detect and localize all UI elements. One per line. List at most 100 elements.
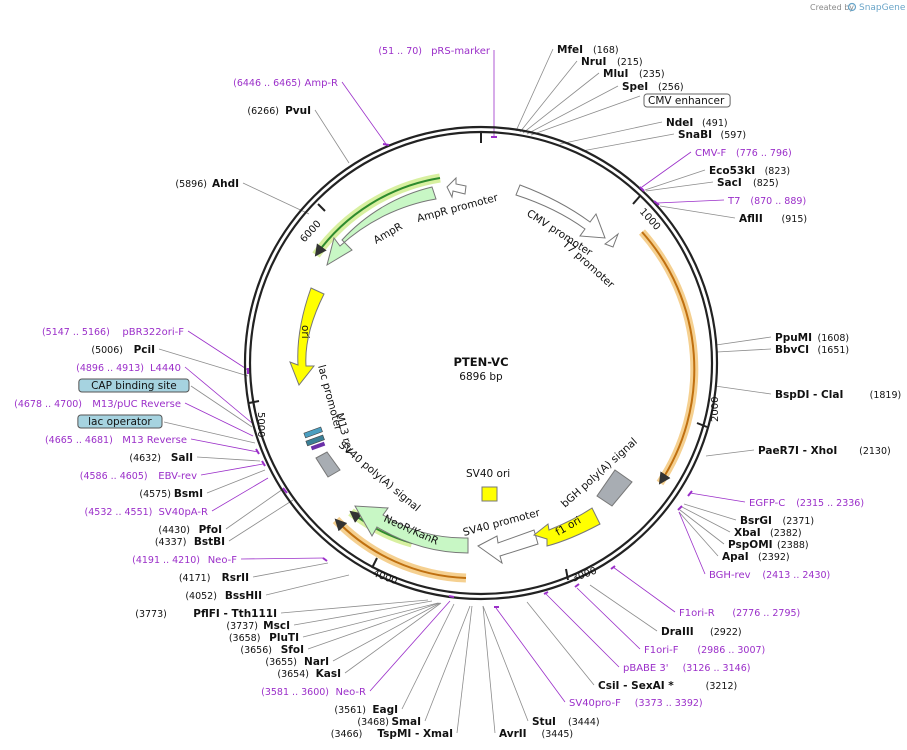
primer-label[interactable]: L4440 — [150, 363, 181, 374]
position-label[interactable]: (1651) — [818, 345, 850, 356]
position-label[interactable]: (3656) — [240, 645, 272, 656]
restriction-site-label[interactable]: NruI — [581, 56, 606, 68]
position-label[interactable]: (4337) — [155, 537, 187, 548]
position-label[interactable]: (3658) — [229, 633, 261, 644]
position-label[interactable]: (1819) — [870, 390, 902, 401]
position-label[interactable]: (3212) — [706, 681, 738, 692]
restriction-site-label[interactable]: StuI — [532, 716, 556, 728]
boxed-feature-tag[interactable] — [78, 378, 190, 393]
position-label[interactable]: (4678 .. 4700) — [14, 399, 82, 410]
position-label[interactable]: (4532 .. 4551) — [85, 507, 153, 518]
restriction-site-label[interactable]: PciI — [134, 344, 155, 356]
restriction-site-label[interactable]: RsrII — [222, 572, 249, 584]
bgh-polya-block[interactable] — [596, 469, 633, 507]
primer-label[interactable]: Neo-F — [208, 555, 238, 566]
restriction-site-label[interactable]: BssHII — [225, 590, 262, 602]
position-label[interactable]: (915) — [782, 214, 808, 225]
sv40-promoter-arrow[interactable] — [477, 529, 539, 565]
restriction-site-label[interactable]: AflII — [739, 213, 763, 225]
restriction-site-label[interactable]: SalI — [171, 452, 193, 464]
position-label[interactable]: (2315 .. 2336) — [796, 498, 864, 509]
position-label[interactable]: (5147 .. 5166) — [42, 327, 110, 338]
position-label[interactable]: (1608) — [818, 333, 850, 344]
restriction-site-label[interactable]: PaeR7I - XhoI — [758, 445, 837, 457]
ori-arrow[interactable] — [289, 287, 325, 386]
position-label[interactable]: (4430) — [158, 525, 190, 536]
restriction-site-label[interactable]: BbvCI — [775, 344, 809, 356]
neor-orf-arrow[interactable] — [334, 518, 467, 579]
boxed-feature-label[interactable]: lac operator — [88, 416, 152, 428]
position-label[interactable]: (4586 .. 4605) — [80, 471, 148, 482]
restriction-site-label[interactable]: MscI — [263, 620, 290, 632]
restriction-site-label[interactable]: BspDI - ClaI — [775, 389, 843, 401]
primer-label[interactable]: M13 Reverse — [122, 435, 187, 446]
position-label[interactable]: (3561) — [334, 705, 366, 716]
restriction-site-label[interactable]: AhdI — [212, 178, 239, 190]
position-label[interactable]: (4575) — [139, 489, 171, 500]
position-label[interactable]: (215) — [617, 57, 643, 68]
restriction-site-label[interactable]: SnaBI — [678, 129, 712, 141]
restriction-site-label[interactable]: PvuI — [285, 105, 311, 117]
position-label[interactable]: (4896 .. 4913) — [76, 363, 144, 374]
primer-label[interactable]: pBR322ori-F — [122, 327, 184, 338]
restriction-site-label[interactable]: SacI — [717, 177, 742, 189]
position-label[interactable]: (597) — [721, 130, 747, 141]
primer-label[interactable]: M13/pUC Reverse — [92, 399, 181, 410]
restriction-site-label[interactable]: MfeI — [557, 44, 583, 56]
boxed-feature-label[interactable]: CAP binding site — [91, 380, 177, 392]
primer-label[interactable]: Neo-R — [336, 687, 367, 698]
boxed-feature-tag[interactable] — [77, 414, 163, 429]
ampr-arrow[interactable] — [326, 186, 437, 267]
restriction-site-label[interactable]: KasI — [316, 668, 341, 680]
position-label[interactable]: (6266) — [247, 106, 279, 117]
restriction-site-label[interactable]: TspMI - XmaI — [377, 728, 453, 740]
restriction-site-label[interactable]: NarI — [304, 656, 329, 668]
position-label[interactable]: (825) — [753, 178, 779, 189]
neor-arrow[interactable] — [354, 505, 469, 554]
primer-label[interactable]: BGH-rev — [709, 570, 751, 581]
primer-label[interactable]: SV40pro-F — [569, 698, 621, 709]
restriction-site-label[interactable]: SmaI — [392, 716, 422, 728]
sv40-polya-left-block[interactable] — [315, 451, 341, 478]
restriction-site-label[interactable]: MluI — [603, 68, 628, 80]
position-label[interactable]: (168) — [593, 45, 619, 56]
position-label[interactable]: (235) — [639, 69, 665, 80]
primer-label[interactable]: SV40pA-R — [159, 507, 208, 518]
primer-label[interactable]: pBABE 3' — [623, 663, 669, 674]
primer-label[interactable]: F1ori-R — [679, 608, 715, 619]
position-label[interactable]: (2986 .. 3007) — [697, 645, 765, 656]
position-label[interactable]: (256) — [658, 82, 684, 93]
position-label[interactable]: (51 .. 70) — [378, 46, 422, 57]
position-label[interactable]: (3445) — [542, 729, 574, 740]
position-label[interactable]: (3581 .. 3600) — [261, 687, 329, 698]
restriction-site-label[interactable]: BsrGI — [740, 515, 772, 527]
position-label[interactable]: (3373 .. 3392) — [635, 698, 703, 709]
position-label[interactable]: (2382) — [770, 528, 802, 539]
position-label[interactable]: (3126 .. 3146) — [683, 663, 751, 674]
position-label[interactable]: (4052) — [185, 591, 217, 602]
position-label[interactable]: (2776 .. 2795) — [732, 608, 800, 619]
position-label[interactable]: (491) — [702, 118, 728, 129]
position-label[interactable]: (3654) — [277, 669, 309, 680]
position-label[interactable]: (776 .. 796) — [736, 148, 792, 159]
position-label[interactable]: (4191 .. 4210) — [132, 555, 200, 566]
restriction-site-label[interactable]: PfoI — [199, 524, 222, 536]
restriction-site-label[interactable]: BstBI — [194, 536, 225, 548]
position-label[interactable]: (4632) — [129, 453, 161, 464]
restriction-site-label[interactable]: PpuMI — [775, 332, 812, 344]
position-label[interactable]: (2130) — [859, 446, 891, 457]
t7-promoter-arrow[interactable] — [603, 232, 620, 248]
position-label[interactable]: (2392) — [758, 552, 790, 563]
restriction-site-label[interactable]: CsiI - SexAI * — [598, 680, 674, 692]
restriction-site-label[interactable]: SfoI — [281, 644, 304, 656]
primer-label[interactable]: EBV-rev — [158, 471, 197, 482]
cmv-promoter-arrow[interactable] — [515, 184, 606, 239]
position-label[interactable]: (823) — [765, 166, 791, 177]
f1-ori-arrow[interactable] — [532, 507, 601, 547]
primer-label[interactable]: Amp-R — [305, 78, 339, 89]
restriction-site-label[interactable]: Eco53kI — [709, 165, 755, 177]
position-label[interactable]: (6446 .. 6465) — [233, 78, 301, 89]
restriction-site-label[interactable]: EagI — [372, 704, 398, 716]
position-label[interactable]: (3444) — [568, 717, 600, 728]
restriction-site-label[interactable]: NdeI — [666, 117, 693, 129]
